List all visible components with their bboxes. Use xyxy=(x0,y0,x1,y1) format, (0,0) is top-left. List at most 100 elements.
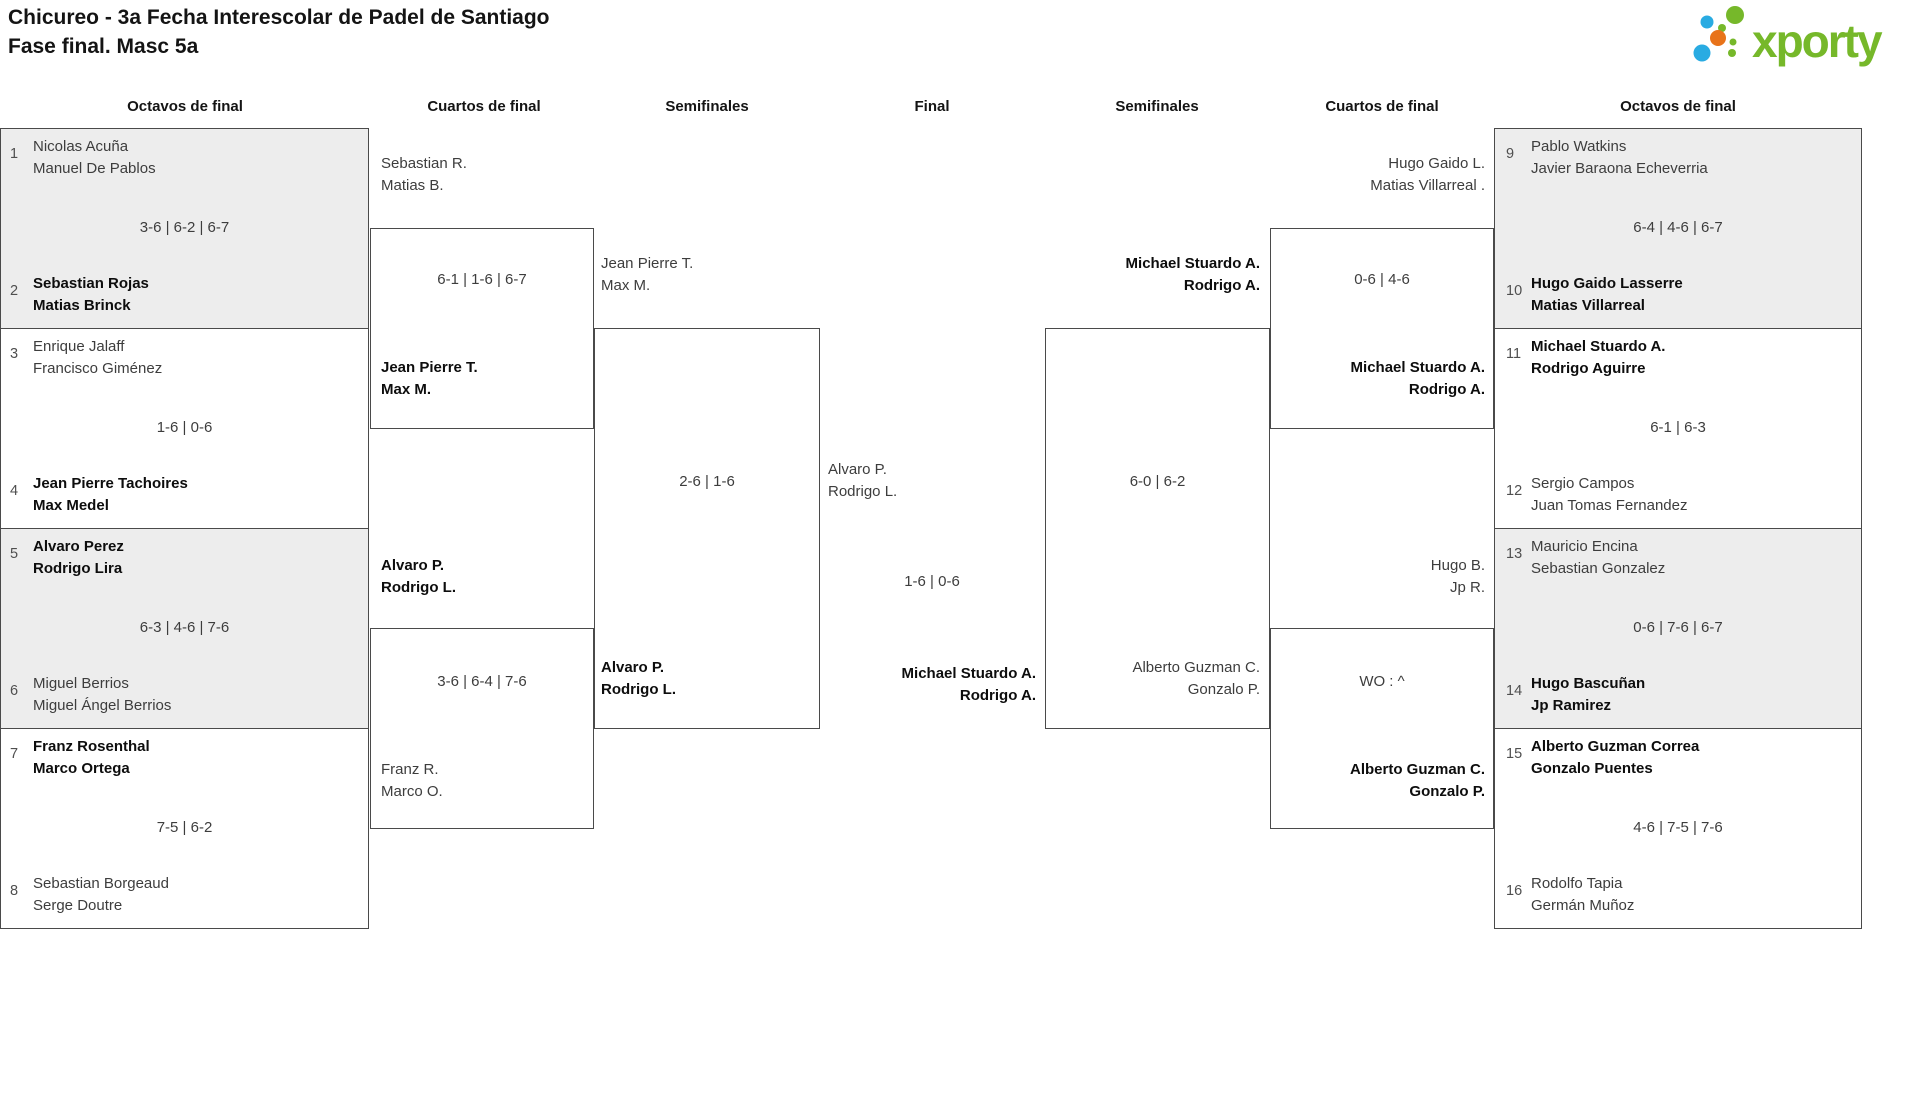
player-name: Jean Pierre T. xyxy=(601,255,694,272)
player-name: Franz Rosenthal xyxy=(33,738,150,755)
seed-number: 4 xyxy=(10,483,19,499)
player-name: Max M. xyxy=(601,277,651,294)
player-name: Javier Baraona Echeverria xyxy=(1531,160,1708,177)
match-score: 6-0 | 6-2 xyxy=(1129,473,1186,490)
team-pair: Sergio Campos Juan Tomas Fernandez xyxy=(1531,473,1687,517)
round-header-semis-left: Semifinales xyxy=(665,98,749,115)
seed-number: 9 xyxy=(1506,146,1515,162)
player-name: Rodrigo Aguirre xyxy=(1531,360,1646,377)
team-pair-winner: Alvaro P. Rodrigo L. xyxy=(381,555,456,599)
team-pair-winner: Michael Stuardo A. Rodrigo Aguirre xyxy=(1531,336,1665,380)
player-name: Alberto Guzman C. xyxy=(1132,659,1260,676)
seed-number: 16 xyxy=(1506,883,1523,899)
team-pair: Nicolas Acuña Manuel De Pablos xyxy=(33,136,156,180)
match-qf-right-2[interactable] xyxy=(1270,628,1494,829)
player-name: Francisco Giménez xyxy=(33,360,163,377)
player-name: Michael Stuardo A. xyxy=(1531,338,1666,355)
team-pair: Miguel Berrios Miguel Ángel Berrios xyxy=(33,673,171,717)
team-pair: Alberto Guzman C. Gonzalo P. xyxy=(1049,657,1260,701)
team-pair-winner: Hugo Bascuñan Jp Ramirez xyxy=(1531,673,1645,717)
player-name: Germán Muñoz xyxy=(1531,897,1635,914)
team-pair-winner: Alberto Guzman C. Gonzalo P. xyxy=(1276,759,1485,803)
player-name: Marco Ortega xyxy=(33,760,130,777)
player-name: Rodrigo Lira xyxy=(33,560,123,577)
player-name: Sebastian Gonzalez xyxy=(1531,560,1666,577)
seed-number: 1 xyxy=(10,146,19,162)
player-name: Alvaro P. xyxy=(601,659,665,676)
player-name: Rodrigo L. xyxy=(381,579,456,596)
player-name: Matias Villarreal . xyxy=(1370,177,1485,194)
round-header-semis-right: Semifinales xyxy=(1115,98,1199,115)
player-name: Jean Pierre T. xyxy=(381,359,478,376)
seed-number: 10 xyxy=(1506,283,1523,299)
player-name: Sergio Campos xyxy=(1531,475,1635,492)
match-qf-left-2[interactable] xyxy=(370,628,594,829)
match-r16-left-1[interactable]: 1 Nicolas Acuña Manuel De Pablos 3-6 | 6… xyxy=(0,128,369,329)
team-pair-winner: Alberto Guzman Correa Gonzalo Puentes xyxy=(1531,736,1699,780)
player-name: Alberto Guzman C. xyxy=(1349,761,1485,778)
player-name: Mauricio Encina xyxy=(1531,538,1638,555)
team-pair-winner: Jean Pierre Tachoires Max Medel xyxy=(33,473,188,517)
team-pair: Enrique Jalaff Francisco Giménez xyxy=(33,336,162,380)
player-name: Hugo Gaido L. xyxy=(1388,155,1485,172)
team-pair: Jean Pierre T. Max M. xyxy=(601,253,693,297)
player-name: Max Medel xyxy=(33,497,109,514)
logo-wordmark: xporty xyxy=(1752,15,1883,67)
player-name: Manuel De Pablos xyxy=(33,160,156,177)
player-name: Rodrigo A. xyxy=(1408,381,1485,398)
seed-number: 14 xyxy=(1506,683,1523,699)
player-name: Michael Stuardo A. xyxy=(1350,359,1485,376)
player-name: Gonzalo P. xyxy=(1187,681,1260,698)
match-r16-right-2[interactable]: 11 Michael Stuardo A. Rodrigo Aguirre 6-… xyxy=(1494,328,1862,529)
team-pair-winner: Michael Stuardo A. Rodrigo A. xyxy=(1276,357,1485,401)
xporty-logo-icon: xporty xyxy=(1693,6,1885,67)
match-sf-right[interactable] xyxy=(1045,328,1270,729)
player-name: Rodrigo L. xyxy=(828,483,898,500)
round-header-octavos-right: Octavos de final xyxy=(1620,98,1736,115)
match-score: 0-6 | 4-6 xyxy=(1354,271,1410,288)
seed-number: 3 xyxy=(10,346,19,362)
team-pair-winner: Hugo Gaido Lasserre Matias Villarreal xyxy=(1531,273,1683,317)
match-sf-left[interactable] xyxy=(594,328,820,729)
player-name: Max M. xyxy=(381,381,432,398)
match-score: 4-6 | 7-5 | 7-6 xyxy=(1633,819,1723,836)
player-name: Gonzalo P. xyxy=(1409,783,1485,800)
player-name: Juan Tomas Fernandez xyxy=(1531,497,1688,514)
final-team-pair: Alvaro P. Rodrigo L. xyxy=(828,459,897,503)
match-r16-left-2[interactable]: 3 Enrique Jalaff Francisco Giménez 1-6 |… xyxy=(0,328,369,529)
match-score: 0-6 | 7-6 | 6-7 xyxy=(1633,619,1723,636)
match-r16-left-3[interactable]: 5 Alvaro Perez Rodrigo Lira 6-3 | 4-6 | … xyxy=(0,528,369,729)
round-header-octavos-left: Octavos de final xyxy=(127,98,243,115)
round-header-final: Final xyxy=(914,98,950,115)
match-score: 2-6 | 1-6 xyxy=(679,473,735,490)
match-r16-right-4[interactable]: 15 Alberto Guzman Correa Gonzalo Puentes… xyxy=(1494,728,1862,929)
player-name: Rodolfo Tapia xyxy=(1531,875,1623,892)
player-name: Matias Brinck xyxy=(33,297,131,314)
final-score: 1-6 | 0-6 xyxy=(904,573,960,590)
player-name: Hugo Gaido Lasserre xyxy=(1531,275,1683,292)
team-pair-winner: Michael Stuardo A. Rodrigo A. xyxy=(1049,253,1260,297)
team-pair: Mauricio Encina Sebastian Gonzalez xyxy=(1531,536,1665,580)
team-pair: Sebastian Borgeaud Serge Doutre xyxy=(33,873,169,917)
round-header-cuartos-right: Cuartos de final xyxy=(1325,98,1439,115)
player-name: Rodrigo A. xyxy=(959,687,1036,704)
match-r16-right-3[interactable]: 13 Mauricio Encina Sebastian Gonzalez 0-… xyxy=(1494,528,1862,729)
player-name: Sebastian Borgeaud xyxy=(33,875,169,892)
player-name: Serge Doutre xyxy=(33,897,123,914)
player-name: Sebastian R. xyxy=(381,155,467,172)
xporty-logo[interactable]: xporty xyxy=(1688,4,1916,72)
match-r16-right-1[interactable]: 9 Pablo Watkins Javier Baraona Echeverri… xyxy=(1494,128,1862,329)
player-name: Alvaro Perez xyxy=(33,538,124,555)
team-pair-winner: Sebastian Rojas Matias Brinck xyxy=(33,273,149,317)
tournament-name: Chicureo - 3a Fecha Interescolar de Pade… xyxy=(8,6,550,29)
player-name: Rodrigo L. xyxy=(601,681,676,698)
match-qf-right-1[interactable] xyxy=(1270,228,1494,429)
page-title: Chicureo - 3a Fecha Interescolar de Pade… xyxy=(8,3,550,61)
player-name: Hugo B. xyxy=(1430,557,1485,574)
final-team-pair-winner: Michael Stuardo A. Rodrigo A. xyxy=(828,663,1036,707)
player-name: Michael Stuardo A. xyxy=(1125,255,1260,272)
match-r16-left-4[interactable]: 7 Franz Rosenthal Marco Ortega 7-5 | 6-2… xyxy=(0,728,369,929)
seed-number: 13 xyxy=(1506,546,1523,562)
match-qf-left-1[interactable] xyxy=(370,228,594,429)
